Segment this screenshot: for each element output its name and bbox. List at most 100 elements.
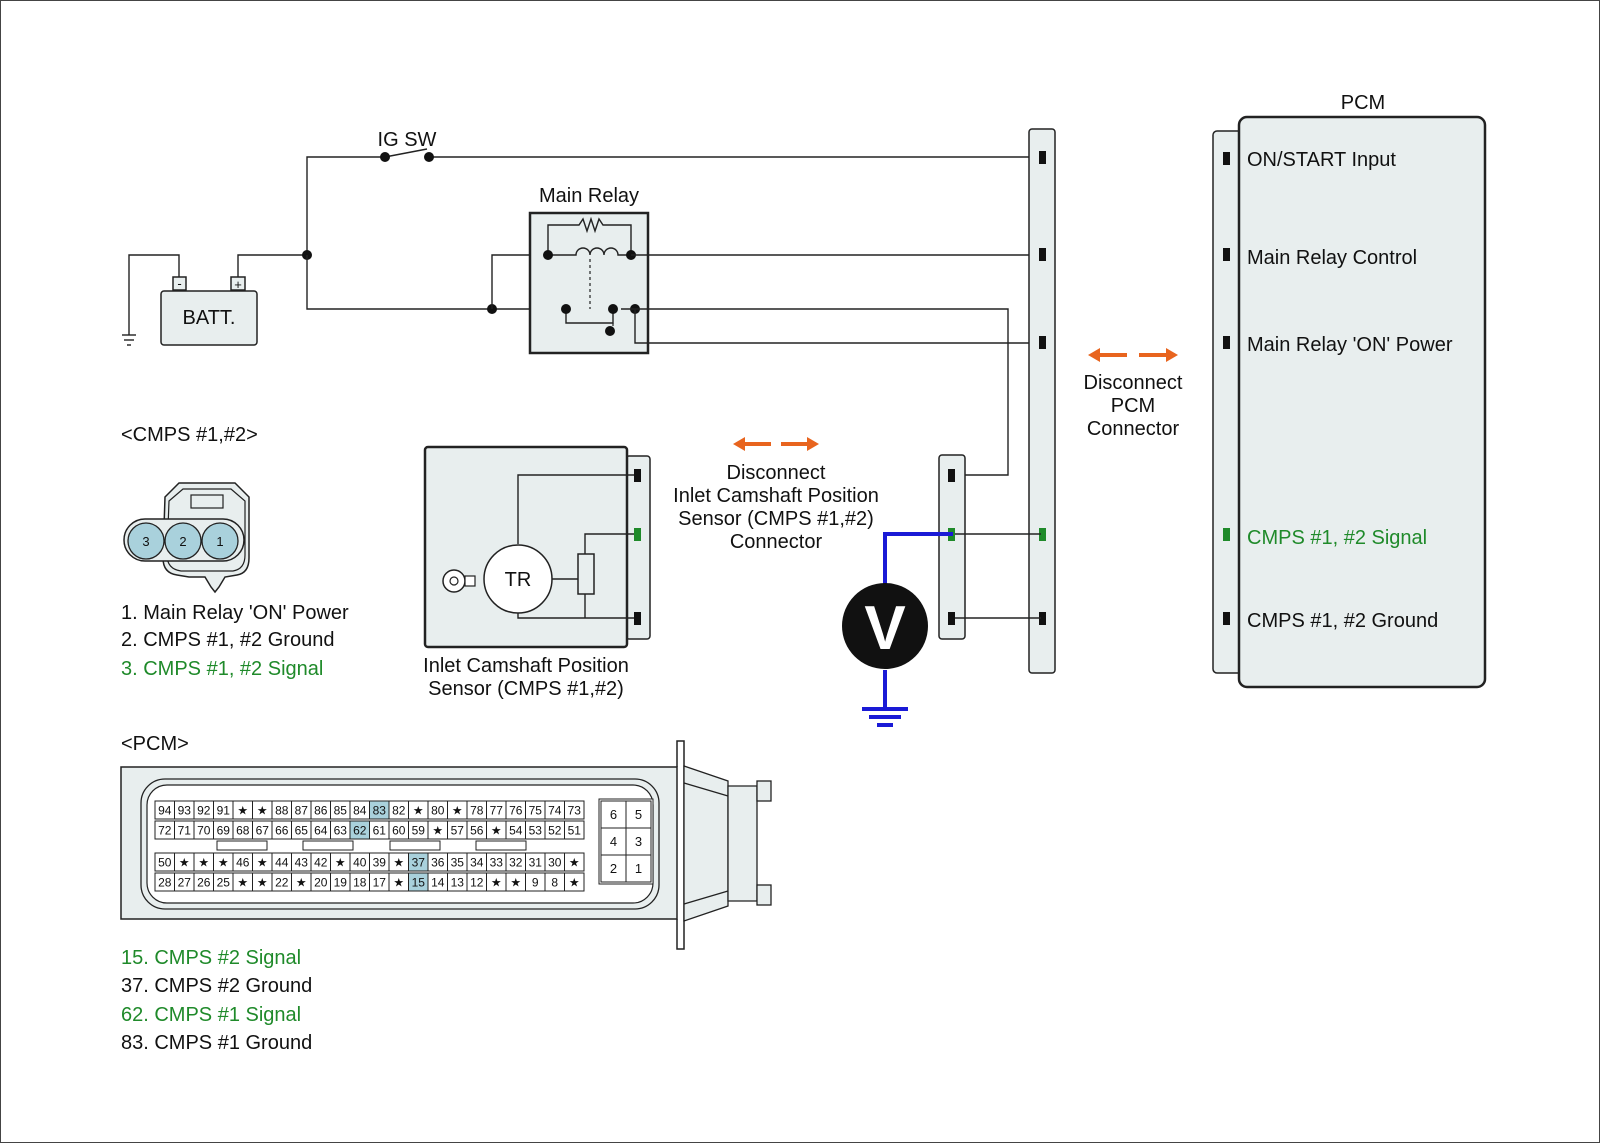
ground-symbol — [122, 334, 136, 346]
pcm-pin-label: 62 — [353, 824, 367, 838]
battery-label: BATT. — [183, 307, 236, 329]
ig-switch-label: IG SW — [378, 129, 437, 151]
pcm-pin-label: 67 — [256, 824, 270, 838]
pcm-pin-label: 66 — [275, 824, 289, 838]
pcm-pin-label: 50 — [158, 856, 172, 870]
pcm-pin-label: 30 — [548, 856, 562, 870]
pcm-pin-label: ★ — [510, 876, 521, 890]
pcm-pin-label: 91 — [217, 804, 231, 818]
pcm-pin-label: 84 — [353, 804, 367, 818]
pcm-pin-label: ★ — [491, 824, 502, 838]
pcm-pin-label: ★ — [569, 856, 580, 870]
disconnect-cmps-arrows — [733, 437, 819, 451]
pcm-pin-label: 77 — [490, 804, 504, 818]
cmps-legend-3: 3. CMPS #1, #2 Signal — [121, 658, 323, 680]
pcm-pin-label: ★ — [393, 856, 404, 870]
pcm-pin-label: 31 — [529, 856, 543, 870]
cmps-harness-connector — [938, 454, 966, 640]
pcm-legend-37: 37. CMPS #2 Ground — [121, 975, 312, 997]
pcm-pin-label: ★ — [257, 856, 268, 870]
pcm-pin-label: 20 — [314, 876, 328, 890]
disconnect-pcm-arrows — [1088, 348, 1178, 362]
pcm-pin-label: 87 — [295, 804, 309, 818]
pcm-pin-label: 76 — [509, 804, 523, 818]
pcm-pin-label: 80 — [431, 804, 445, 818]
pcm-small-pin-label: 1 — [635, 861, 642, 876]
pcm-pin-label: 83 — [373, 804, 387, 818]
pcm-pin-label: 44 — [275, 856, 289, 870]
pcm-small-pin-cell — [600, 827, 627, 856]
sensor-name-line1: Inlet Camshaft Position — [423, 655, 629, 677]
pcm-pin-label: 39 — [373, 856, 387, 870]
pcm-pin-label: 8 — [551, 876, 558, 890]
pcm-pin-label: ★ — [237, 876, 248, 890]
cmps-pin-1 — [201, 522, 239, 560]
pcm-pin-label: 65 — [295, 824, 309, 838]
cmps-legend-2: 2. CMPS #1, #2 Ground — [121, 629, 334, 651]
battery-positive-label: + — [234, 277, 242, 292]
pcm-pin-label: 22 — [275, 876, 289, 890]
pcm-pin-label: ★ — [452, 804, 463, 818]
transistor-label: TR — [505, 569, 532, 591]
pcm-pin-label: 69 — [217, 824, 231, 838]
pcm-pin-label: 34 — [470, 856, 484, 870]
pcm-pin-label: ★ — [569, 876, 580, 890]
pcm-pin-label: ★ — [335, 856, 346, 870]
voltmeter-symbol: V — [864, 594, 905, 663]
sensor-name-line2: Sensor (CMPS #1,#2) — [428, 678, 624, 700]
pcm-terminal-main-relay-control: Main Relay Control — [1247, 247, 1417, 269]
pcm-pin-cell — [564, 872, 585, 892]
pcm-terminal-cmps-signal: CMPS #1, #2 Signal — [1247, 527, 1427, 549]
pcm-pin-label: 94 — [158, 804, 172, 818]
pcm-pin-label: 32 — [509, 856, 523, 870]
pcm-pin-label: ★ — [257, 804, 268, 818]
disconnect-pcm-line1: Disconnect — [1084, 372, 1183, 394]
pcm-pin-label: 42 — [314, 856, 328, 870]
cmps-pin-2-label: 2 — [179, 534, 186, 549]
main-relay: Main Relay — [528, 185, 650, 355]
battery: - + BATT. — [122, 254, 307, 346]
ig-switch-blade — [384, 148, 428, 158]
pcm-pin-label: 14 — [431, 876, 445, 890]
pcm-pin-label: 92 — [197, 804, 211, 818]
pcm-pin-label: 33 — [490, 856, 504, 870]
pcm-connector-title: <PCM> — [121, 733, 189, 755]
pcm-pin-label: ★ — [218, 856, 229, 870]
cmps-pin-3 — [127, 522, 165, 560]
pcm-pin-label: ★ — [257, 876, 268, 890]
pcm-pin-label: ★ — [393, 876, 404, 890]
pcm-pin-label: 35 — [451, 856, 465, 870]
pcm-pin-label: 53 — [529, 824, 543, 838]
pcm-pin-label: ★ — [179, 856, 190, 870]
main-relay-label: Main Relay — [539, 185, 639, 207]
pcm-terminal-on-start-input: ON/START Input — [1247, 149, 1396, 171]
pcm-pin-cell — [564, 800, 585, 820]
disconnect-cmps-line1: Disconnect — [727, 462, 826, 484]
disconnect-cmps-line3: Sensor (CMPS #1,#2) — [678, 508, 874, 530]
pcm-pin-label: 93 — [178, 804, 192, 818]
disconnect-pcm-line2: PCM — [1111, 395, 1155, 417]
pcm-pin-label: ★ — [237, 804, 248, 818]
pcm-terminal-cmps-ground: CMPS #1, #2 Ground — [1247, 610, 1438, 632]
pcm-pin-label: 19 — [334, 876, 348, 890]
pcm-pin-label: 88 — [275, 804, 289, 818]
battery-negative-label: - — [177, 276, 181, 291]
pcm-pin-label: 60 — [392, 824, 406, 838]
pcm-pin-label: 54 — [509, 824, 523, 838]
pcm-pin-label: 56 — [470, 824, 484, 838]
pcm-small-pin-label: 4 — [610, 834, 617, 849]
pcm-box-title: PCM — [1341, 92, 1385, 114]
disconnect-cmps-line2: Inlet Camshaft Position — [673, 485, 879, 507]
pcm-pin-label: 18 — [353, 876, 367, 890]
pcm-pin-label: 40 — [353, 856, 367, 870]
pcm-pin-label: 82 — [392, 804, 406, 818]
pcm-pin-label: 28 — [158, 876, 172, 890]
pcm-module: PCM ON/START Input Main Relay Control Ma… — [1212, 92, 1487, 689]
pcm-pin-label: 17 — [373, 876, 387, 890]
pcm-pin-label: 71 — [178, 824, 192, 838]
pcm-pin-label: 12 — [470, 876, 484, 890]
